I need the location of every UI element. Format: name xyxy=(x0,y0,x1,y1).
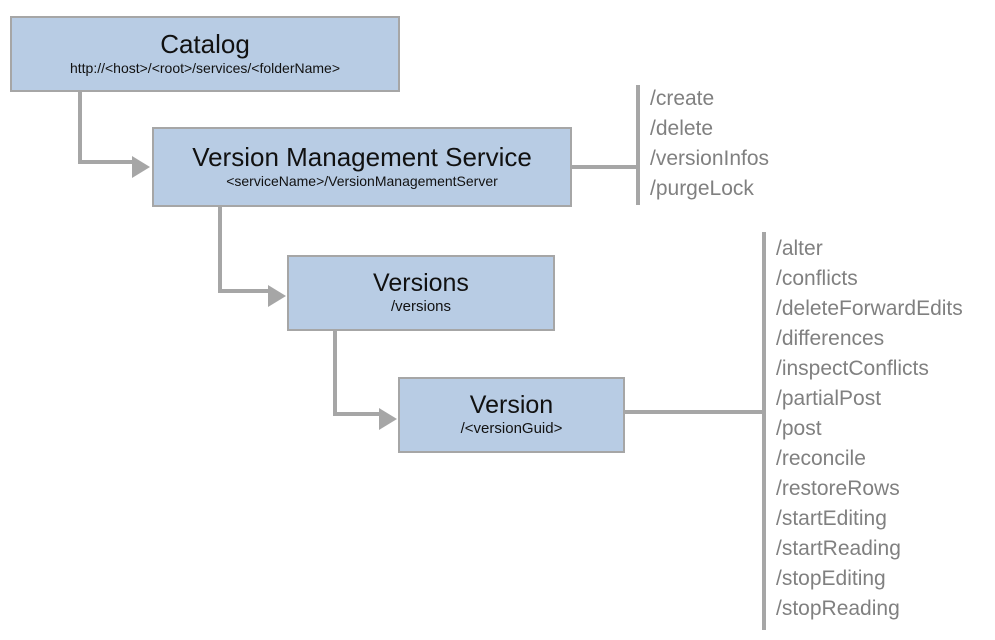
arrowhead-service-to-versions xyxy=(268,285,286,307)
node-version-management-service-title: Version Management Service xyxy=(192,142,532,173)
operation-item: /partialPost xyxy=(776,387,882,410)
node-versions[interactable]: Versions /versions xyxy=(287,255,555,331)
node-version-management-service[interactable]: Version Management Service <serviceName>… xyxy=(152,127,572,207)
node-version-subtitle: /<versionGuid> xyxy=(460,420,563,438)
operation-list-service: /create/delete/versionInfos/purgeLock xyxy=(650,84,769,204)
operation-item: /post xyxy=(776,417,822,440)
operations-bracket-version xyxy=(762,232,766,630)
operation-item: /alter xyxy=(776,237,823,260)
operation-item: /startEditing xyxy=(776,507,887,530)
node-catalog-title: Catalog xyxy=(160,29,250,60)
operation-item: /startReading xyxy=(776,537,901,560)
operation-list-version: /alter/conflicts/deleteForwardEdits/diff… xyxy=(776,234,963,624)
connector-versions-to-version-vertical xyxy=(333,329,337,416)
node-versions-subtitle: /versions xyxy=(390,298,452,316)
node-versions-title: Versions xyxy=(373,269,469,298)
operation-item: /create xyxy=(650,87,715,110)
operation-item: /reconcile xyxy=(776,447,866,470)
arrowhead-versions-to-version xyxy=(379,408,397,430)
node-catalog-subtitle: http://<host>/<root>/services/<folderNam… xyxy=(69,60,341,77)
connector-service-to-versions-vertical xyxy=(218,205,222,293)
connector-version-to-operations xyxy=(624,410,766,414)
operations-bracket-service xyxy=(636,85,640,205)
operation-item: /restoreRows xyxy=(776,477,900,500)
operation-item: /stopReading xyxy=(776,597,900,620)
connector-versions-to-version-horizontal xyxy=(333,412,381,416)
connector-service-to-versions-horizontal xyxy=(218,289,270,293)
connector-catalog-to-service-horizontal xyxy=(78,160,134,164)
node-version[interactable]: Version /<versionGuid> xyxy=(398,377,625,453)
operation-item: /inspectConflicts xyxy=(776,357,929,380)
connector-service-to-operations xyxy=(570,165,640,169)
node-version-management-service-subtitle: <serviceName>/VersionManagementServer xyxy=(226,173,498,190)
node-version-title: Version xyxy=(469,391,554,420)
node-catalog[interactable]: Catalog http://<host>/<root>/services/<f… xyxy=(10,16,400,92)
operation-item: /deleteForwardEdits xyxy=(776,297,963,320)
operation-item: /versionInfos xyxy=(650,147,770,170)
operation-item: /stopEditing xyxy=(776,567,886,590)
operation-item: /conflicts xyxy=(776,267,858,290)
operation-item: /purgeLock xyxy=(650,177,754,200)
operation-item: /differences xyxy=(776,327,885,350)
arrowhead-catalog-to-service xyxy=(132,156,150,178)
operation-item: /delete xyxy=(650,117,714,140)
connector-catalog-to-service-vertical xyxy=(78,90,82,164)
